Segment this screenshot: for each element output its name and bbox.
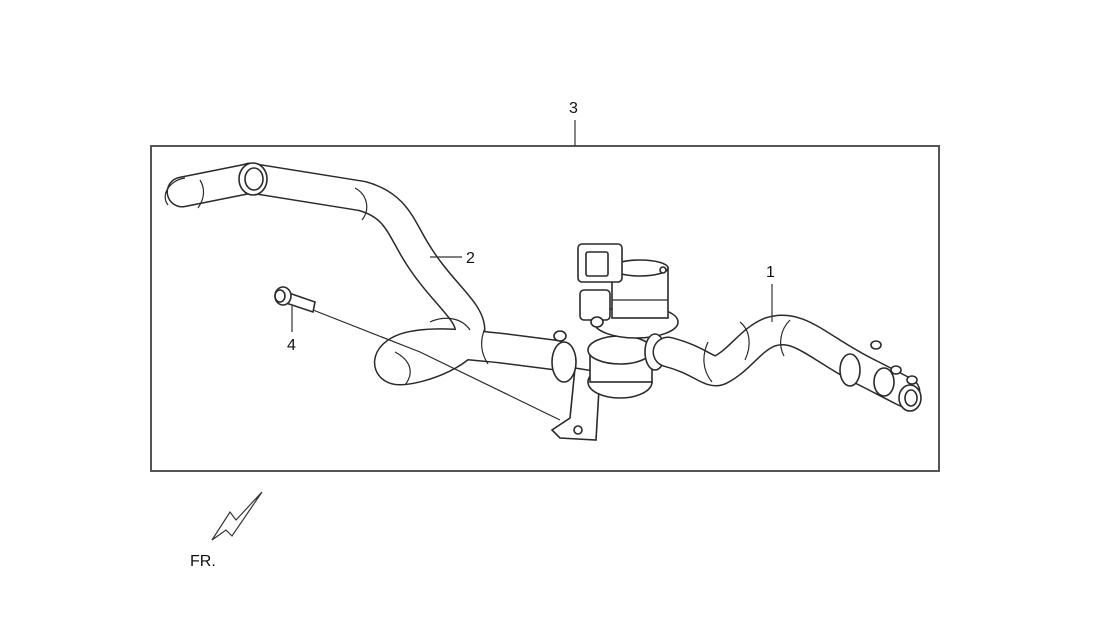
callout-4: 4	[287, 337, 296, 354]
kit-frame	[150, 145, 940, 472]
callout-2: 2	[466, 250, 475, 267]
callout-3: 3	[569, 100, 578, 117]
hose-1	[652, 314, 922, 412]
air-injection-valve	[577, 243, 679, 399]
callout-1: 1	[766, 264, 775, 281]
front-direction-label: FR.	[190, 553, 216, 570]
bolt-4	[274, 286, 421, 353]
hose-2	[164, 162, 571, 386]
front-direction-arrow-icon	[211, 491, 263, 541]
